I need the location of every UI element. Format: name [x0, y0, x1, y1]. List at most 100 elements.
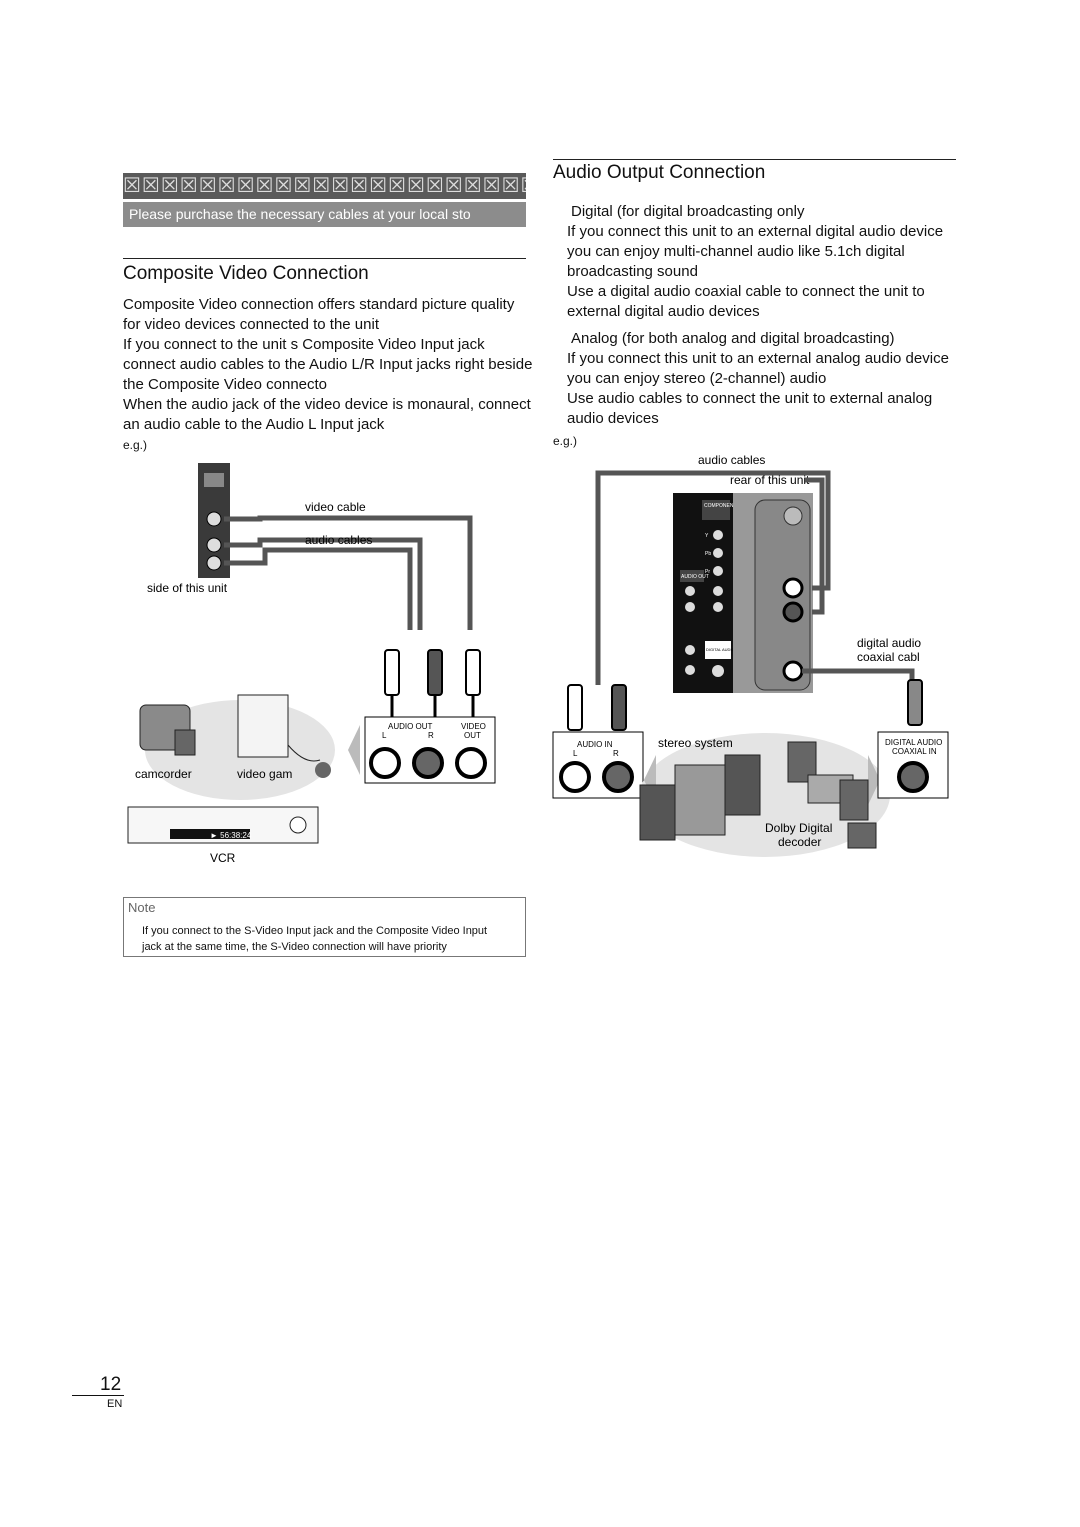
composite-line: When the audio jack of the video device … — [123, 396, 531, 413]
coaxial-in-label: COAXIAL IN — [892, 747, 937, 756]
camcorder-screen — [174, 729, 196, 756]
page-number-rule — [72, 1395, 124, 1396]
right-arrow-icon — [868, 755, 880, 805]
stereo-label: stereo system — [658, 736, 733, 750]
svideo-jack — [204, 473, 224, 487]
composite-heading: Composite Video Connection — [123, 263, 369, 284]
analog-body: If you connect this unit to an external … — [567, 349, 997, 429]
r-label: R — [428, 731, 434, 740]
rear-jack — [685, 645, 695, 655]
note-box — [123, 897, 526, 957]
video-out-label: VIDEO — [461, 722, 486, 731]
digital-line: Use a digital audio coaxial cable to con… — [567, 283, 925, 300]
plug-yellow — [465, 649, 481, 696]
composite-diagram: video cable audio cables side of this un… — [127, 463, 496, 865]
zoom-jack — [783, 506, 803, 526]
audio-r-jack — [206, 555, 222, 571]
pb-jack — [713, 548, 723, 558]
zoom-panel-inner — [754, 499, 811, 691]
rear-label: rear of this unit — [730, 473, 810, 487]
plug-red — [611, 684, 627, 731]
game-console-icon — [237, 694, 289, 758]
digital-title: Digital (for digital broadcasting only — [571, 203, 805, 220]
zoom-coax-jack — [782, 660, 804, 682]
controller-icon — [315, 762, 331, 778]
composite-line: If you connect to the unit s Composite V… — [123, 336, 485, 353]
coaxial-cable-label: coaxial cabl — [857, 650, 920, 664]
speaker-icon — [639, 784, 676, 841]
coax-in-jack — [897, 761, 929, 793]
audio-cable-line — [224, 537, 423, 630]
audio-out-label-box — [680, 570, 704, 582]
digital-line: you can enjoy multi-channel audio like 5… — [567, 243, 905, 260]
analog-line: audio devices — [567, 410, 659, 427]
vcr-label: VCR — [210, 851, 236, 865]
audio-out-label: AUDIO OUT — [681, 574, 709, 580]
zoom-audio-r-jack — [782, 601, 804, 623]
audio-cable-line — [224, 547, 413, 630]
video-jack — [206, 511, 222, 527]
rear-jack — [685, 586, 695, 596]
digital-out-jack — [712, 665, 724, 677]
digital-out-label-box — [705, 641, 731, 659]
r-label: R — [613, 749, 619, 758]
note-line: If you connect to the S-Video Input jack… — [142, 925, 488, 937]
digital-audio-jack-label: DIGITAL AUDIO — [885, 738, 942, 747]
side-label: side of this unit — [147, 581, 228, 595]
composite-line: for video devices connected to the unit — [123, 316, 379, 333]
section-banner: ☒☒☒☒☒☒☒☒☒☒☒☒☒☒☒☒☒☒☒☒☒☒ — [123, 173, 526, 199]
y-label: Y — [705, 533, 709, 539]
plug-white — [567, 684, 583, 731]
controller-cable — [287, 744, 321, 762]
out-label: OUT — [464, 731, 481, 740]
analog-line: Use audio cables to connect the unit to … — [567, 390, 933, 407]
page-number: 12 — [100, 1374, 122, 1395]
note-line: jack at the same time, the S-Video conne… — [142, 941, 447, 953]
plug-white — [384, 649, 400, 696]
audio-out-r-jack — [412, 747, 444, 779]
game-label: video gam — [237, 767, 292, 781]
note-text: If you connect to the S-Video Input jack… — [142, 923, 517, 955]
rear-jack — [685, 665, 695, 675]
speaker-icon — [839, 779, 869, 821]
speaker-icon — [724, 754, 761, 816]
audio-cables-label: audio cables — [698, 453, 765, 467]
analog-line: you can enjoy stereo (2-channel) audio — [567, 370, 827, 387]
analog-title: Analog (for both analog and digital broa… — [571, 330, 895, 347]
audio-heading: Audio Output Connection — [553, 162, 766, 183]
left-arrow-icon — [348, 725, 360, 775]
rear-panel — [673, 493, 733, 693]
video-cable-label: video cable — [305, 500, 366, 514]
audio-l-jack — [206, 537, 222, 553]
decoder-label: decoder — [778, 835, 821, 849]
camcorder-label: camcorder — [135, 767, 192, 781]
section-subbanner: Please purchase the necessary cables at … — [123, 202, 526, 227]
vcr-display-text: ► 56:38:24 — [210, 831, 252, 840]
digital-audio-label: digital audio — [857, 636, 921, 650]
dolby-label: Dolby Digital — [765, 821, 832, 835]
composite-line: an audio cable to the Audio L Input jack — [123, 416, 385, 433]
plug-tips — [390, 695, 475, 720]
coax-cable-line — [802, 668, 915, 685]
video-out-jack — [455, 747, 487, 779]
audio-diagram: audio cables rear of this unit COMPONENT… — [552, 453, 949, 857]
audio-out-l-jack — [369, 747, 401, 779]
eg-label: e.g.) — [123, 438, 148, 452]
rear-jack — [685, 602, 695, 612]
component-label-box — [702, 500, 730, 520]
digital-line: external digital audio devices — [567, 303, 760, 320]
l-label: L — [573, 749, 578, 758]
language-label: EN — [107, 1398, 123, 1410]
plug-coax — [907, 679, 923, 726]
pb-label: Pb — [705, 551, 711, 557]
composite-line: Composite Video connection offers standa… — [123, 296, 515, 313]
divider — [553, 159, 956, 160]
audio-cables-label: audio cables — [305, 533, 372, 547]
audio-in-r-jack — [602, 761, 634, 793]
rear-jack — [713, 586, 723, 596]
vcr-display — [170, 829, 250, 839]
video-cable-line — [224, 515, 473, 630]
digital-line: broadcasting sound — [567, 263, 698, 280]
audio-out-label: AUDIO OUT — [388, 722, 433, 731]
vcr-knob — [289, 816, 307, 834]
